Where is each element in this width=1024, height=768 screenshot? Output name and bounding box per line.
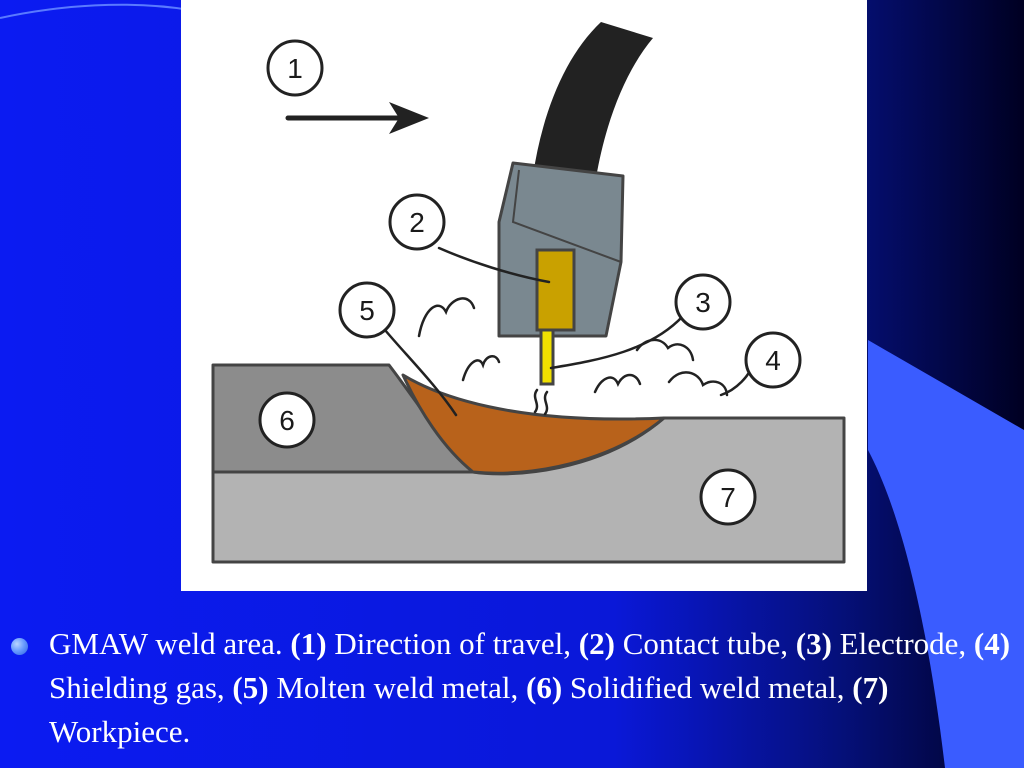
marker-7-label: 7 <box>720 482 736 513</box>
bullet-icon <box>11 638 28 655</box>
caption-num-5: (5) <box>232 670 269 705</box>
decorative-arc <box>0 3 191 19</box>
torch-nozzle-shade <box>511 169 622 263</box>
caption-item-7: Workpiece. <box>49 714 191 749</box>
contact-tube <box>535 248 576 332</box>
direction-arrow <box>285 102 429 134</box>
caption-num-1: (1) <box>290 626 327 661</box>
caption-num-3: (3) <box>795 626 832 661</box>
marker-3-label: 3 <box>695 287 711 318</box>
caption-item-2: Contact tube, <box>614 626 788 661</box>
leader-line-2 <box>437 246 551 284</box>
marker-4-label: 4 <box>765 345 781 376</box>
electrode <box>539 328 555 386</box>
marker-4: 4 <box>744 331 802 389</box>
marker-6: 6 <box>258 391 316 449</box>
gmaw-diagram: 1 2 3 4 5 6 7 <box>181 0 867 591</box>
marker-5: 5 <box>338 281 396 339</box>
caption-item-4: Shielding gas, <box>49 670 225 705</box>
molten-weld-metal <box>401 373 666 475</box>
caption-item-5: Molten weld metal, <box>268 670 519 705</box>
marker-7: 7 <box>699 468 757 526</box>
marker-3: 3 <box>674 273 732 331</box>
marker-5-label: 5 <box>359 295 375 326</box>
marker-2-label: 2 <box>409 207 425 238</box>
caption-item-3: Electrode, <box>831 626 967 661</box>
caption-item-1: Direction of travel, <box>326 626 572 661</box>
caption-text: GMAW weld area. (1) Direction of travel,… <box>49 622 1012 754</box>
marker-2: 2 <box>388 193 446 251</box>
caption-num-4: (4) <box>973 626 1011 661</box>
marker-1: 1 <box>266 39 324 97</box>
caption-num-7: (7) <box>852 670 889 705</box>
marker-6-label: 6 <box>279 405 295 436</box>
torch-cable <box>533 22 653 178</box>
caption-num-6: (6) <box>526 670 563 705</box>
caption-item-6: Solidified weld metal, <box>562 670 845 705</box>
leader-line-3 <box>549 314 685 370</box>
caption-num-2: (2) <box>578 626 615 661</box>
decorative-band <box>868 340 1024 768</box>
marker-1-label: 1 <box>287 53 303 84</box>
caption-lead: GMAW weld area. <box>49 626 283 661</box>
leader-line-5 <box>383 328 458 417</box>
caption: GMAW weld area. (1) Direction of travel,… <box>12 622 1012 754</box>
